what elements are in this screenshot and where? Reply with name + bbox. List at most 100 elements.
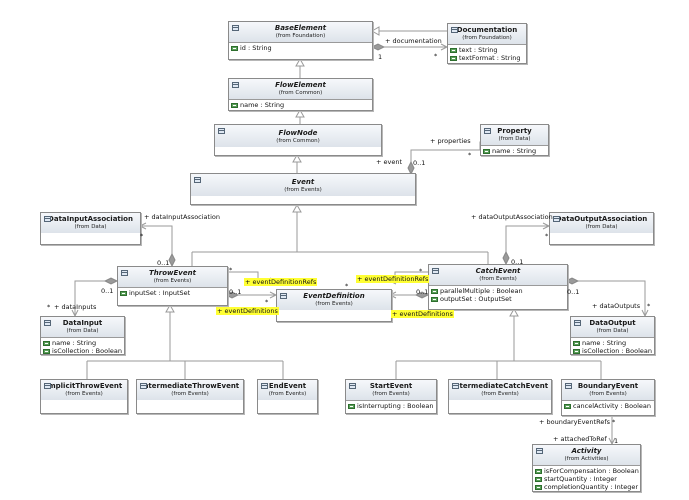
class-catch-event[interactable]: CatchEvent (from Events) parallelMultipl… bbox=[428, 264, 568, 310]
class-name: CatchEvent bbox=[475, 267, 521, 275]
attribute-icon bbox=[431, 288, 438, 294]
class-name: FlowElement bbox=[275, 81, 326, 89]
label-event-definition-refs-left: + eventDefinitionRefs bbox=[244, 278, 318, 286]
class-data-output-association[interactable]: DataOutputAssociation (from Data) bbox=[549, 212, 654, 245]
label-data-outputs: + dataOutputs bbox=[592, 302, 641, 310]
gen-arrow-event bbox=[292, 153, 302, 163]
class-documentation[interactable]: Documentation (from Foundation) text : S… bbox=[447, 23, 527, 64]
attribute: name : String bbox=[573, 339, 652, 347]
class-icon bbox=[349, 383, 356, 389]
class-implicit-throw-event[interactable]: ImplicitThrowEvent (from Events) bbox=[40, 379, 128, 414]
attribute: inputSet : InputSet bbox=[120, 289, 225, 297]
class-package: (from Events) bbox=[153, 278, 192, 284]
class-icon bbox=[140, 383, 147, 389]
label-att-mult: 1 bbox=[614, 437, 619, 445]
attribute-icon bbox=[231, 102, 238, 108]
class-data-input-association[interactable]: DataInputAssociation (from Data) bbox=[40, 212, 141, 245]
attribute-icon bbox=[431, 296, 438, 302]
class-event-definition[interactable]: EventDefinition (from Events) bbox=[276, 289, 392, 322]
label-throw-dia-mult: 0..1 bbox=[157, 259, 170, 267]
attribute-icon bbox=[483, 148, 490, 154]
gen-arrow-doc bbox=[370, 26, 380, 36]
class-flow-node[interactable]: FlowNode (from Common) bbox=[214, 124, 382, 156]
attribute: parallelMultiple : Boolean bbox=[431, 287, 565, 295]
attribute-icon bbox=[535, 484, 542, 490]
class-package: (from Common) bbox=[276, 138, 320, 144]
attribute: isCollection : Boolean bbox=[43, 347, 122, 355]
label-properties: + properties bbox=[430, 137, 471, 145]
class-intermediate-throw-event[interactable]: IntermediateThrowEvent (from Events) bbox=[136, 379, 244, 414]
label-prop-mult: * bbox=[468, 151, 472, 159]
class-icon bbox=[44, 383, 51, 389]
diamond-throw-ed bbox=[224, 291, 240, 299]
label-event: + event bbox=[376, 158, 403, 166]
class-package: (from Events) bbox=[481, 391, 519, 397]
label-event-definitions-left: + eventDefinitions bbox=[216, 307, 279, 315]
attribute-icon bbox=[450, 47, 457, 53]
attribute: cancelActivity : Boolean bbox=[564, 402, 652, 410]
label-catch-right-01: 0..1 bbox=[567, 288, 580, 296]
class-name: FlowNode bbox=[278, 129, 318, 137]
class-icon bbox=[553, 216, 560, 222]
label-event-definition-refs-right: + eventDefinitionRefs bbox=[356, 275, 430, 283]
diamond-catch-ed bbox=[414, 291, 430, 299]
class-package: (from Events) bbox=[284, 187, 322, 193]
class-boundary-event[interactable]: BoundaryEvent (from Events) cancelActivi… bbox=[561, 379, 655, 416]
class-data-output[interactable]: DataOutput (from Data) name : String isC… bbox=[570, 316, 655, 355]
attribute-icon bbox=[573, 340, 580, 346]
label-data-inputs: + dataInputs bbox=[54, 303, 97, 311]
attribute: name : String bbox=[231, 101, 370, 109]
class-start-event[interactable]: StartEvent (from Events) isInterrupting … bbox=[345, 379, 437, 414]
class-name: Documentation bbox=[456, 26, 518, 34]
class-event[interactable]: Event (from Events) bbox=[190, 173, 416, 205]
class-name: StartEvent bbox=[369, 382, 413, 390]
class-throw-event[interactable]: ThrowEvent (from Events) inputSet : Inpu… bbox=[117, 266, 228, 306]
class-flow-element[interactable]: FlowElement (from Common) name : String bbox=[228, 78, 373, 111]
class-icon bbox=[261, 383, 268, 389]
class-base-element[interactable]: BaseElement (from Foundation) id : Strin… bbox=[228, 21, 373, 60]
attribute: isInterrupting : Boolean bbox=[348, 402, 434, 410]
class-name: IntermediateThrowEvent bbox=[140, 382, 240, 390]
label-event-definitions-right: + eventDefinitions bbox=[391, 310, 454, 318]
attribute-icon bbox=[231, 45, 238, 51]
class-name: ThrowEvent bbox=[149, 269, 196, 277]
class-end-event[interactable]: EndEvent (from Events) bbox=[257, 379, 318, 414]
catch-dataoutput-line bbox=[566, 280, 646, 316]
class-name: DataOutputAssociation bbox=[555, 215, 648, 223]
class-icon bbox=[280, 293, 287, 299]
class-package: (from Data) bbox=[596, 328, 629, 334]
class-icon bbox=[536, 448, 543, 454]
label-catch-left-01: 0..1 bbox=[416, 288, 429, 296]
class-data-input[interactable]: DataInput (from Data) name : String isCo… bbox=[40, 316, 125, 355]
diamond-event-property bbox=[407, 160, 415, 176]
class-property[interactable]: Property (from Data) name : String bbox=[480, 124, 549, 156]
gen-arrow-event2 bbox=[292, 203, 302, 213]
label-throw-right-01: 0..1 bbox=[229, 288, 242, 296]
attribute: text : String bbox=[450, 46, 524, 54]
class-icon bbox=[484, 128, 491, 134]
gen-arrow-throw bbox=[165, 303, 175, 313]
class-icon bbox=[451, 27, 458, 33]
class-icon bbox=[432, 268, 439, 274]
attribute: name : String bbox=[483, 147, 546, 155]
class-intermediate-catch-event[interactable]: IntermediateCatchEvent (from Events) bbox=[448, 379, 552, 414]
attribute-icon bbox=[120, 290, 127, 296]
class-icon bbox=[44, 320, 51, 326]
label-doa-star: * bbox=[545, 232, 549, 240]
class-package: (from Events) bbox=[589, 391, 627, 397]
class-name: EndEvent bbox=[268, 382, 307, 390]
class-package: (from Data) bbox=[66, 328, 99, 334]
label-throw-left-01: 0..1 bbox=[101, 287, 114, 295]
class-icon bbox=[121, 270, 128, 276]
attribute: id : String bbox=[231, 44, 370, 52]
class-name: BaseElement bbox=[274, 24, 327, 32]
class-name: DataInputAssociation bbox=[48, 215, 133, 223]
class-icon bbox=[452, 383, 459, 389]
label-boundary-event-refs: + boundaryEventRefs bbox=[539, 418, 611, 426]
class-activity[interactable]: Activity (from Activities) isForCompensa… bbox=[532, 444, 641, 492]
throw-datainput-line bbox=[74, 280, 117, 316]
class-name: EventDefinition bbox=[303, 292, 365, 300]
attribute-icon bbox=[450, 55, 457, 61]
label-dia-star: * bbox=[140, 232, 144, 240]
